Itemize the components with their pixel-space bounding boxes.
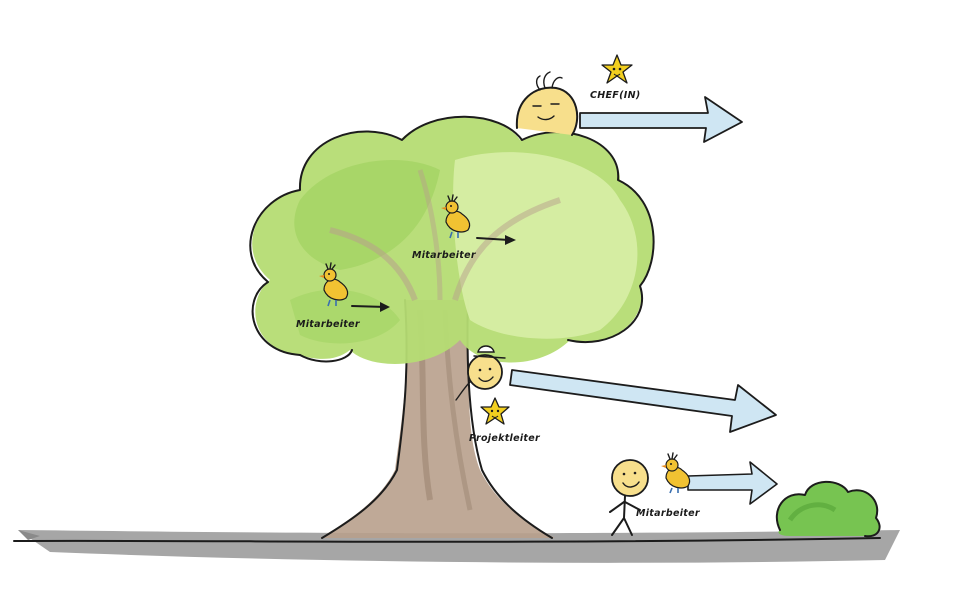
bird-icon (319, 262, 349, 307)
project-lead-figure: Projektleiter (455, 345, 541, 444)
star-icon (480, 397, 510, 425)
label-employee-center: Mitarbeiter (412, 250, 477, 261)
label-project-lead: Projektleiter (469, 433, 541, 444)
face-icon (515, 71, 579, 136)
ground (13, 530, 900, 563)
label-boss: CHEF(IN) (590, 90, 640, 101)
arrow-icon (579, 96, 743, 143)
star-icon (601, 54, 633, 84)
bird-icon (661, 452, 691, 494)
arrow-boss (579, 96, 743, 143)
arrow-ground-employee (687, 461, 778, 505)
face-icon (455, 345, 506, 401)
employee-center-figure: Mitarbeiter (412, 194, 477, 261)
face-icon (611, 459, 649, 497)
bird-icon (441, 194, 471, 239)
arrow-icon (687, 461, 778, 505)
ground-employee-figure: Mitarbeiter (609, 452, 701, 536)
arrow-employee-left (351, 302, 390, 312)
arrow-project-lead (509, 369, 777, 433)
arrow-employee-center (476, 235, 516, 245)
label-employee-ground: Mitarbeiter (636, 508, 701, 519)
boss-figure: CHEF(IN) (515, 54, 640, 136)
employee-left-figure: Mitarbeiter (296, 262, 361, 330)
tree-tree (249, 115, 655, 364)
label-employee-left: Mitarbeiter (296, 319, 361, 330)
arrow-icon (509, 369, 777, 433)
bush-icon (775, 480, 881, 538)
